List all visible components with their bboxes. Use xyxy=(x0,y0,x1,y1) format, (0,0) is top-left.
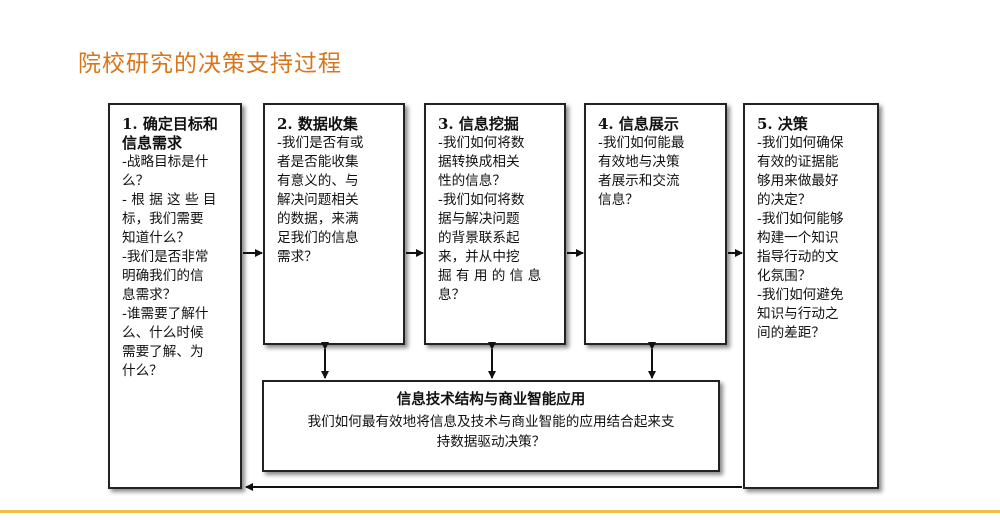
step-text-line: 够用来做最好 xyxy=(757,173,839,189)
step-text-line: - 根 据 这 些 目 xyxy=(122,192,217,208)
step-text-line: 构建一个知识 xyxy=(757,230,839,246)
step-box-decision: 5. 决策 -我们如何确保 有效的证据能 够用来做最好 的决定？ -我们如何能够… xyxy=(743,103,879,489)
step-text-line: 者展示和交流 xyxy=(598,173,680,189)
step-text-line: -我们如何将数 xyxy=(438,135,525,151)
support-text-line: 我们如何最有效地将信息及技术与商业智能的应用结合起来支 xyxy=(307,414,675,430)
step-text-line: -谁需要了解什 xyxy=(122,306,209,322)
step-text-line: 的数据，来满 xyxy=(277,211,359,227)
step-text-line: 者是否能收集 xyxy=(277,154,359,170)
step-text-line: 明确我们的信 xyxy=(122,268,204,284)
step-text-line: -我们是否非常 xyxy=(122,249,209,265)
step-text-line: 信息？ xyxy=(598,192,639,208)
step-text-line: 据转换成相关 xyxy=(438,154,520,170)
step-text-line: 息？ xyxy=(438,287,466,303)
support-heading: 信息技术结构与商业智能应用 xyxy=(396,392,586,408)
step-text-line: -我们是否有或 xyxy=(277,135,364,151)
step-text-line: -我们如何能最 xyxy=(598,135,685,151)
bottom-divider xyxy=(0,510,1000,513)
step-text-line: 知道什么？ xyxy=(122,230,190,246)
step-text-line: 需求？ xyxy=(277,249,318,265)
step-text-line: 息需求？ xyxy=(122,287,177,303)
step-text-line: 掘 有 用 的 信 息 xyxy=(438,268,542,284)
step-heading: 4. 信息展示 xyxy=(598,115,679,133)
step-text-line: 么、什么时候 xyxy=(122,325,204,341)
step-box-data-collection: 2. 数据收集 -我们是否有或 者是否能收集 有意义的、与 解决问题相关 的数据… xyxy=(263,103,405,345)
step-text-line: -我们如何将数 xyxy=(438,192,525,208)
support-text-line: 持数据驱动决策？ xyxy=(436,434,546,450)
step-text-line: -战略目标是什 xyxy=(122,154,209,170)
step-heading-cont: 信息需求 xyxy=(122,134,183,152)
step-text-line: 解决问题相关 xyxy=(277,192,359,208)
step-text-line: 来，并从中挖 xyxy=(438,249,520,265)
step-box-information-display: 4. 信息展示 -我们如何能最 有效地与决策 者展示和交流 信息？ xyxy=(584,103,727,345)
step-text-line: 的背景联系起 xyxy=(438,230,520,246)
step-text-line: 有效地与决策 xyxy=(598,154,680,170)
step-heading: 2. 数据收集 xyxy=(277,115,358,133)
page-title: 院校研究的决策支持过程 xyxy=(78,51,342,77)
step-text-line: 指导行动的文 xyxy=(757,249,839,265)
step-text-line: 性的信息？ xyxy=(438,173,506,189)
step-text-line: 标，我们需要 xyxy=(122,211,204,227)
step-text-line: -我们如何避免 xyxy=(757,287,844,303)
step-text-line: 间的差距？ xyxy=(757,325,825,341)
support-box-it-bi: 信息技术结构与商业智能应用 我们如何最有效地将信息及技术与商业智能的应用结合起来… xyxy=(262,380,720,472)
step-text-line: 么？ xyxy=(122,173,150,189)
step-text-line: 知识与行动之 xyxy=(757,306,839,322)
step-text-line: 有效的证据能 xyxy=(757,154,839,170)
step-text-line: -我们如何能够 xyxy=(757,211,844,227)
step-heading: 1. 确定目标和 xyxy=(122,115,218,133)
step-text-line: 化氛围？ xyxy=(757,268,812,284)
step-text-line: -我们如何确保 xyxy=(757,135,844,151)
step-text-line: 有意义的、与 xyxy=(277,173,359,189)
step-box-information-mining: 3. 信息挖掘 -我们如何将数 据转换成相关 性的信息？ -我们如何将数 据与解… xyxy=(424,103,566,345)
step-text-line: 什么？ xyxy=(122,363,163,379)
step-heading: 5. 决策 xyxy=(757,115,808,133)
step-text-line: 据与解决问题 xyxy=(438,211,520,227)
step-text-line: 需要了解、为 xyxy=(122,344,204,360)
step-heading: 3. 信息挖掘 xyxy=(438,115,519,133)
step-text-line: 足我们的信息 xyxy=(277,230,359,246)
step-box-define-goals: 1. 确定目标和 信息需求 -战略目标是什 么？ - 根 据 这 些 目 标，我… xyxy=(108,103,242,489)
step-text-line: 的决定？ xyxy=(757,192,812,208)
